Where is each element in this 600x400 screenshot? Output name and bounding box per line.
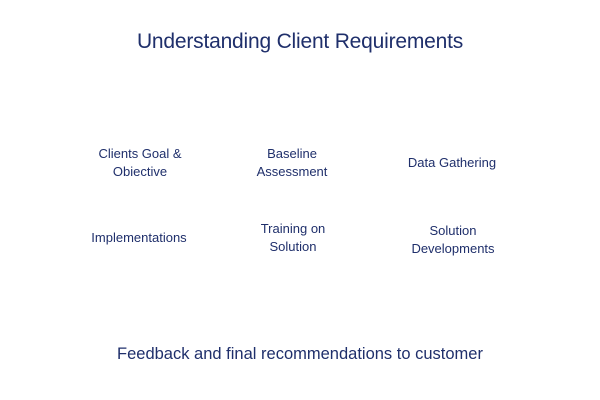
step-baseline-assessment: Baseline Assessment <box>256 146 328 179</box>
step-data-gathering: Data Gathering <box>407 155 497 170</box>
step-solution-developments: Solution Developments <box>411 223 495 256</box>
footer-text: Feedback and final recommendations to cu… <box>117 345 483 363</box>
step-clients-goal: Clients Goal & Obiective <box>98 146 182 179</box>
diagram-title: Understanding Client Requirements <box>136 30 464 53</box>
step-training-on-solution: Training on Solution <box>260 221 326 254</box>
step-implementations: Implementations <box>91 230 187 245</box>
